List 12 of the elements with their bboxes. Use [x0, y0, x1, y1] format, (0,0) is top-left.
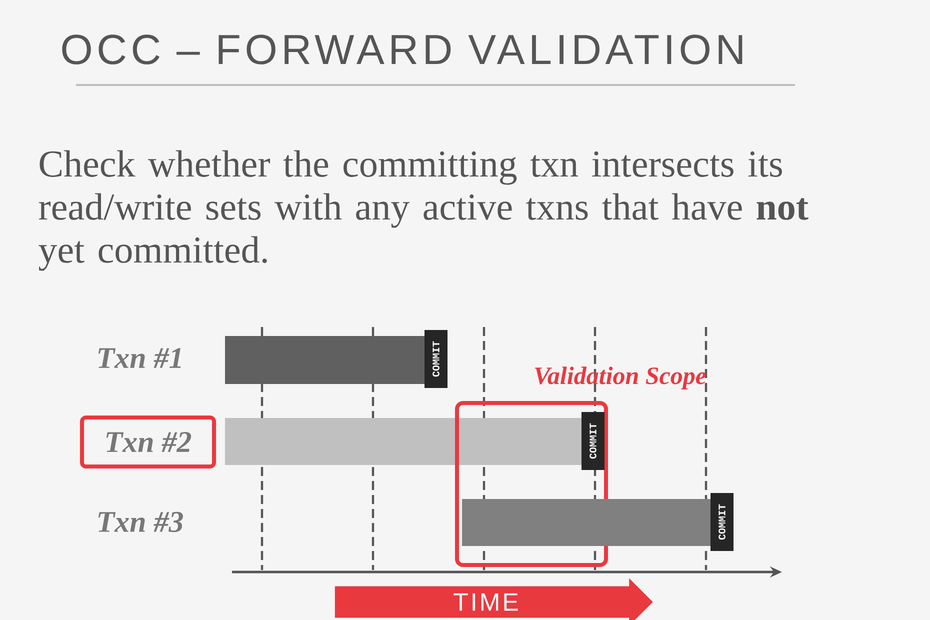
- body-text: Check whether the committing txn intersects its read/write sets with any active txns that have not yet committed.: [38, 150, 808, 271]
- commit-tag: COMMIT: [582, 412, 604, 470]
- scope-label: Validation Scope: [535, 366, 706, 390]
- commit-tag: COMMIT: [710, 493, 734, 551]
- commit-tag: COMMIT: [424, 330, 448, 388]
- transaction-bar: [225, 418, 583, 465]
- row-label: Txn #1: [98, 348, 181, 368]
- row-label: Txn #3: [98, 512, 183, 532]
- transaction-bar: [225, 336, 426, 384]
- highlight-box: Txn #2: [80, 416, 216, 468]
- title: OCC – FORWARD VALIDATION: [62, 34, 742, 64]
- transaction-bar: [462, 499, 711, 546]
